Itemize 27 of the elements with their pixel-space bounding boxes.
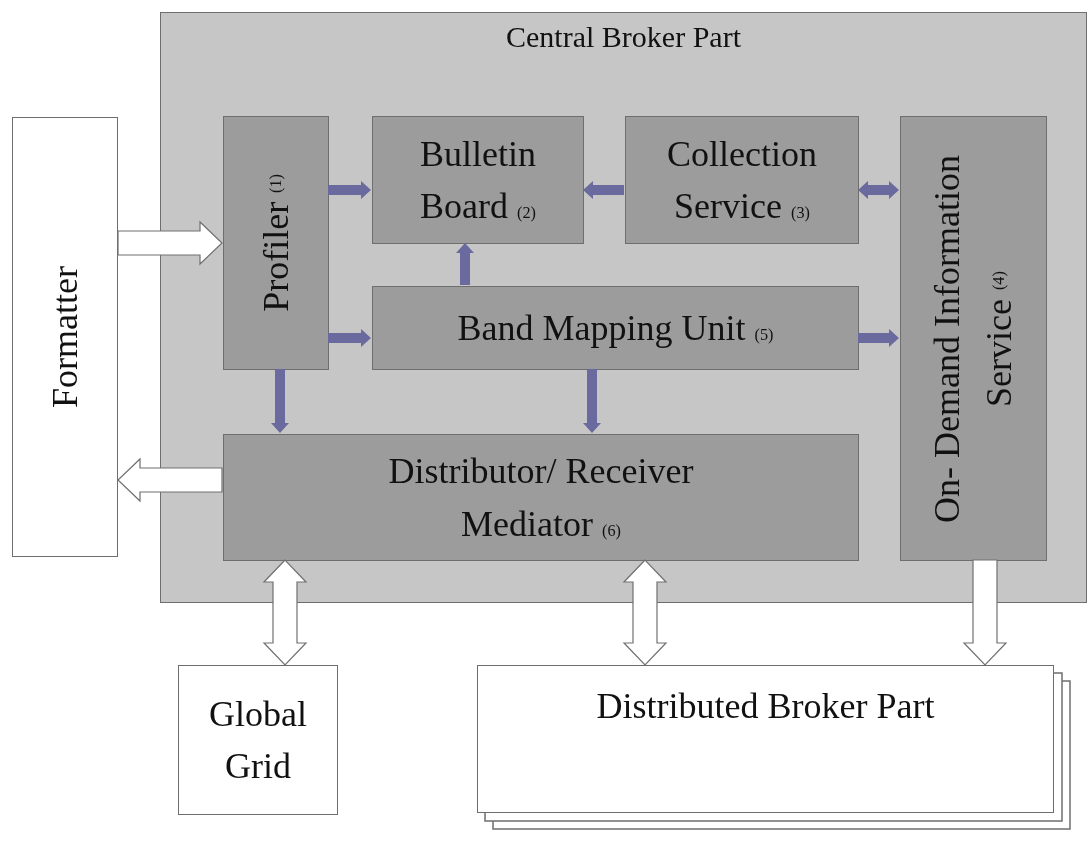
process-box — [900, 116, 1047, 561]
box-label: Formatter — [43, 266, 86, 408]
arrow — [622, 559, 668, 666]
container-panel — [160, 12, 1087, 603]
arrow — [962, 559, 1008, 666]
arrow — [328, 329, 371, 347]
process-box — [223, 116, 329, 370]
arrow — [583, 181, 624, 199]
arrow — [262, 559, 308, 666]
process-box — [178, 665, 338, 815]
arrow — [117, 220, 223, 266]
arrow — [456, 243, 474, 285]
process-box — [12, 117, 118, 557]
panel-title: Central Broker Part — [506, 19, 741, 55]
arrow — [328, 181, 371, 199]
arrow — [858, 181, 899, 199]
process-box — [372, 116, 584, 244]
process-box — [372, 286, 859, 370]
arrow — [271, 369, 289, 433]
arrow — [583, 369, 601, 433]
arrow — [858, 329, 899, 347]
arrow — [117, 457, 223, 503]
box-label: Global Grid — [208, 692, 308, 788]
process-box — [223, 434, 859, 561]
process-box — [477, 665, 1054, 813]
box-label: Distributed Broker Part — [596, 685, 935, 728]
process-box — [625, 116, 859, 244]
